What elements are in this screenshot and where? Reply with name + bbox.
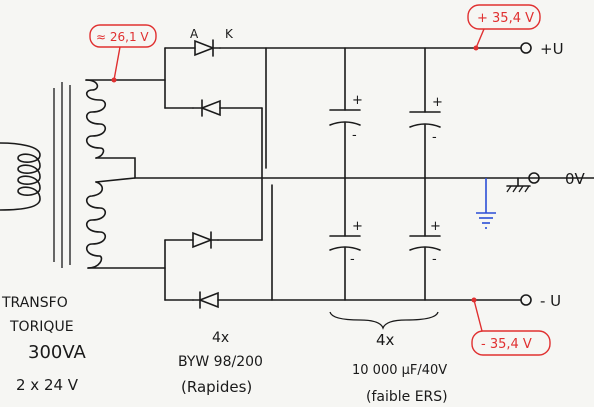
anode-label: A bbox=[190, 27, 199, 41]
diode-d2 bbox=[192, 99, 221, 117]
neg-voltage-annotation: - 35,4 V bbox=[471, 297, 551, 356]
cap-c4-plus: + bbox=[430, 219, 441, 234]
pos-voltage-label: + 35,4 V bbox=[477, 11, 534, 26]
wire-center-tap-lower bbox=[95, 177, 136, 183]
capacitor-c4: + - bbox=[409, 219, 441, 267]
pos-voltage-annotation: + 35,4 V bbox=[467, 4, 541, 51]
output-neg-label: - U bbox=[540, 292, 561, 310]
toroidal-transformer bbox=[0, 79, 106, 269]
caps-note: (faible ERS) bbox=[366, 389, 448, 405]
transfo-line3: 300VA bbox=[28, 342, 87, 363]
capacitor-c1: + - bbox=[329, 93, 363, 143]
terminal-pos[interactable] bbox=[520, 42, 532, 54]
capacitor-c2: + - bbox=[409, 95, 443, 145]
terminal-neg[interactable] bbox=[520, 294, 532, 306]
cap-c2-plus: + bbox=[432, 95, 443, 110]
neg-voltage-label: - 35,4 V bbox=[481, 337, 532, 352]
ac-voltage-annotation: ≈ 26,1 V bbox=[89, 24, 157, 83]
cap-c4-minus: - bbox=[432, 252, 437, 267]
cap-c3-plus: + bbox=[352, 219, 363, 234]
transformer-notes: TRANSFO TORIQUE 300VA 2 x 24 V bbox=[1, 295, 87, 394]
primary-winding bbox=[0, 142, 41, 211]
diodes-note: (Rapides) bbox=[181, 378, 252, 396]
capacitor-c3: + - bbox=[329, 219, 363, 267]
terminal-zero[interactable] bbox=[528, 172, 540, 184]
diodes-ref: BYW 98/200 bbox=[178, 354, 263, 370]
ground-symbol-blue bbox=[476, 178, 496, 229]
transfo-line4: 2 x 24 V bbox=[16, 376, 79, 394]
output-pos-label: +U bbox=[540, 40, 564, 58]
caps-count: 4x bbox=[376, 331, 395, 349]
diode-d1 bbox=[194, 39, 221, 57]
transfo-line1: TRANSFO bbox=[1, 295, 68, 311]
secondary-winding-lower bbox=[86, 181, 106, 269]
cathode-label: K bbox=[225, 27, 234, 41]
diode-d3 bbox=[192, 231, 219, 249]
chassis-ground-symbol bbox=[506, 177, 531, 193]
transfo-line2: TORIQUE bbox=[9, 319, 74, 335]
wire-center-tap bbox=[95, 157, 594, 179]
secondary-winding-upper bbox=[85, 79, 106, 159]
cap-c3-minus: - bbox=[350, 252, 355, 267]
ac-voltage-label: ≈ 26,1 V bbox=[96, 30, 149, 44]
capacitor-notes: 4x 10 000 µF/40V (faible ERS) bbox=[352, 331, 448, 405]
diodes-count: 4x bbox=[212, 330, 229, 346]
cap-c1-minus: - bbox=[352, 128, 357, 143]
diode-notes: 4x BYW 98/200 (Rapides) bbox=[178, 330, 263, 396]
caps-ref: 10 000 µF/40V bbox=[352, 363, 447, 378]
output-zero-label: 0V bbox=[565, 170, 586, 188]
diode-d4 bbox=[192, 291, 219, 309]
capacitor-brace bbox=[329, 311, 439, 330]
cap-c1-plus: + bbox=[352, 93, 363, 108]
cap-c2-minus: - bbox=[432, 130, 437, 145]
wiring bbox=[85, 47, 594, 301]
